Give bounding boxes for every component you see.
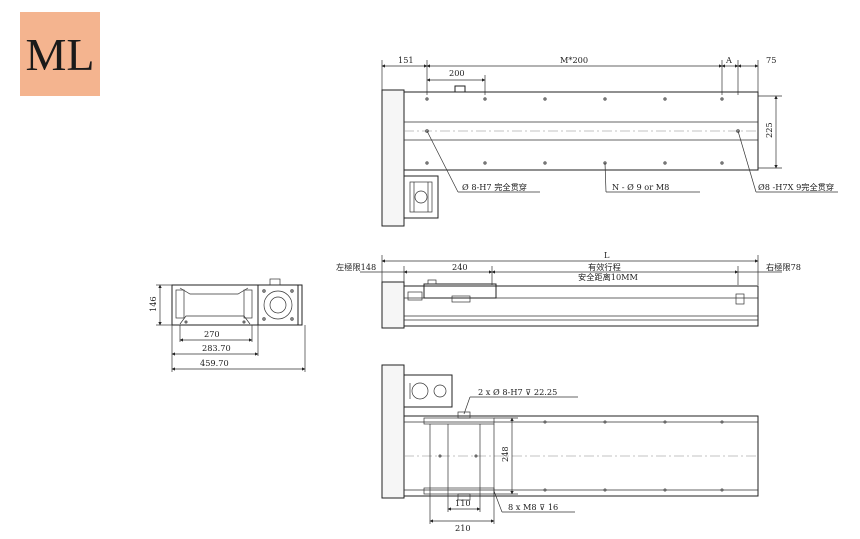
- dim-a: A: [725, 55, 732, 65]
- dim-270: 270: [204, 329, 220, 339]
- callout-right-hole: Ø8 -H7X 9完全贯穿: [758, 182, 834, 192]
- callout-pins: 2 x Ø 8-H7 ⊽ 22.25: [478, 387, 557, 397]
- dim-75: 75: [766, 55, 776, 65]
- bottom-view: 248 110 210 2 x Ø 8-H7 ⊽ 22.25 8 x M8 ⊽ …: [381, 364, 759, 533]
- dim-225: 225: [764, 122, 774, 138]
- callout-middle-hole: N - Ø 9 or M8: [612, 182, 669, 192]
- side-view: L 240 左極限148 有效行程 安全距离10MM 右極限78: [336, 250, 801, 329]
- dim-151: 151: [398, 55, 414, 65]
- dim-span: M*200: [560, 55, 588, 65]
- dim-left-limit: 左極限148: [336, 262, 376, 272]
- top-view: 151 200 M*200 A 75: [381, 55, 838, 227]
- dim-200: 200: [449, 68, 465, 78]
- bottom-end-plate: [381, 364, 405, 499]
- bottom-holes: [438, 420, 724, 492]
- dim-459-70: 459.70: [200, 358, 229, 368]
- motor-end-view: [257, 278, 299, 326]
- model-badge: ML: [20, 12, 100, 96]
- side-end-plate: [381, 281, 405, 329]
- grease-nipple: [454, 85, 466, 93]
- dim-l: L: [604, 250, 610, 260]
- mounting-holes: [425, 97, 740, 165]
- motor-top-view: [403, 175, 439, 219]
- motor-bottom-view: [403, 374, 453, 408]
- side-rail-body: [403, 285, 759, 327]
- dim-110: 110: [455, 498, 471, 508]
- dim-283-70: 283.70: [202, 343, 231, 353]
- dim-248: 248: [500, 446, 510, 462]
- callout-threads: 8 x M8 ⊽ 16: [508, 502, 558, 512]
- end-view: 146 270 283.70 459.70: [148, 278, 306, 372]
- model-label: ML: [25, 28, 95, 80]
- end-plate: [381, 89, 405, 227]
- dim-stroke: 有效行程: [588, 262, 621, 272]
- carriage-side: [423, 283, 497, 299]
- dim-right-limit: 右極限78: [766, 262, 801, 272]
- end-profile: [171, 284, 303, 326]
- dim-240: 240: [452, 262, 468, 272]
- dim-146: 146: [148, 296, 158, 312]
- callout-left-hole: Ø 8-H7 完全贯穿: [462, 182, 527, 192]
- dim-safety: 安全距离10MM: [578, 272, 638, 282]
- dim-210: 210: [455, 523, 471, 533]
